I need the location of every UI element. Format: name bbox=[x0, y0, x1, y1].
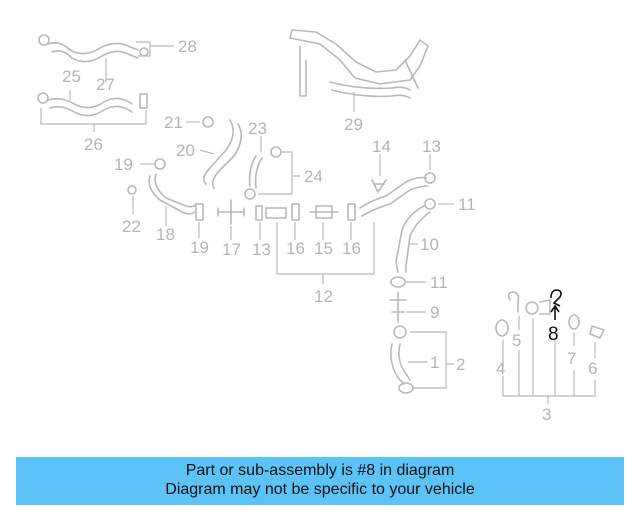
callout-28: 28 bbox=[178, 37, 197, 56]
callout-12: 12 bbox=[314, 287, 333, 306]
callout-14: 14 bbox=[372, 137, 391, 156]
callout-22: 22 bbox=[122, 217, 141, 236]
callout-2: 2 bbox=[456, 355, 465, 374]
hose-10-part bbox=[395, 198, 436, 273]
callout-19-lower: 19 bbox=[190, 238, 209, 257]
callout-4: 4 bbox=[496, 359, 505, 378]
clamp-23-24 bbox=[244, 146, 282, 200]
callout-15: 15 bbox=[314, 239, 333, 258]
hose-upper-right bbox=[359, 172, 436, 217]
callout-10: 10 bbox=[420, 235, 439, 254]
callout-1: 1 bbox=[430, 353, 439, 372]
callout-20: 20 bbox=[176, 141, 195, 160]
callout-26: 26 bbox=[84, 135, 103, 154]
callout-19-upper: 19 bbox=[114, 155, 133, 174]
callout-24: 24 bbox=[304, 167, 323, 186]
callout-9: 9 bbox=[430, 303, 439, 322]
part-8-leader bbox=[550, 304, 560, 320]
banner-line-part: Part or sub-assembly is #8 in diagram bbox=[185, 462, 455, 479]
callout-7: 7 bbox=[567, 349, 576, 368]
info-banner: Part or sub-assembly is #8 in diagram Di… bbox=[16, 457, 624, 505]
callout-27: 27 bbox=[96, 75, 115, 94]
parts-diagram-svg: 28 25 27 26 29 21 23 20 19 24 14 13 22 1… bbox=[37, 29, 605, 424]
callout-16-right: 16 bbox=[342, 239, 361, 258]
callout-25: 25 bbox=[62, 67, 81, 86]
fitting-9 bbox=[389, 291, 407, 323]
callout-18: 18 bbox=[156, 225, 175, 244]
callout-21: 21 bbox=[164, 113, 183, 132]
assembly-3-parts bbox=[495, 291, 605, 339]
callout-13-upper: 13 bbox=[422, 137, 441, 156]
frame-bracket bbox=[289, 29, 429, 99]
hose-1-2 bbox=[390, 325, 414, 394]
callout-3: 3 bbox=[542, 405, 551, 424]
fittings-row bbox=[195, 199, 356, 225]
hose-upper-left bbox=[38, 34, 149, 63]
callout-13-lower: 13 bbox=[252, 240, 271, 259]
callout-16-left: 16 bbox=[286, 239, 305, 258]
clamp-19-and-22 bbox=[127, 158, 166, 195]
callout-6: 6 bbox=[588, 359, 597, 378]
callout-29: 29 bbox=[344, 115, 363, 134]
parts-diagram: 28 25 27 26 29 21 23 20 19 24 14 13 22 1… bbox=[37, 29, 605, 424]
callout-8-highlighted: 8 bbox=[548, 324, 559, 345]
part-14 bbox=[371, 179, 387, 193]
hose-18-part bbox=[148, 173, 197, 215]
part-8-hook bbox=[550, 289, 562, 307]
banner-line-disclaimer: Diagram may not be specific to your vehi… bbox=[165, 481, 475, 498]
hose-20-part bbox=[202, 116, 242, 189]
callout-17: 17 bbox=[222, 240, 241, 259]
hose-lower-left bbox=[37, 92, 148, 117]
callout-5: 5 bbox=[512, 331, 521, 350]
callout-23: 23 bbox=[248, 119, 267, 138]
callout-11-lower: 11 bbox=[430, 273, 448, 292]
callout-11-upper: 11 bbox=[458, 195, 476, 214]
clamp-11 bbox=[390, 276, 406, 288]
